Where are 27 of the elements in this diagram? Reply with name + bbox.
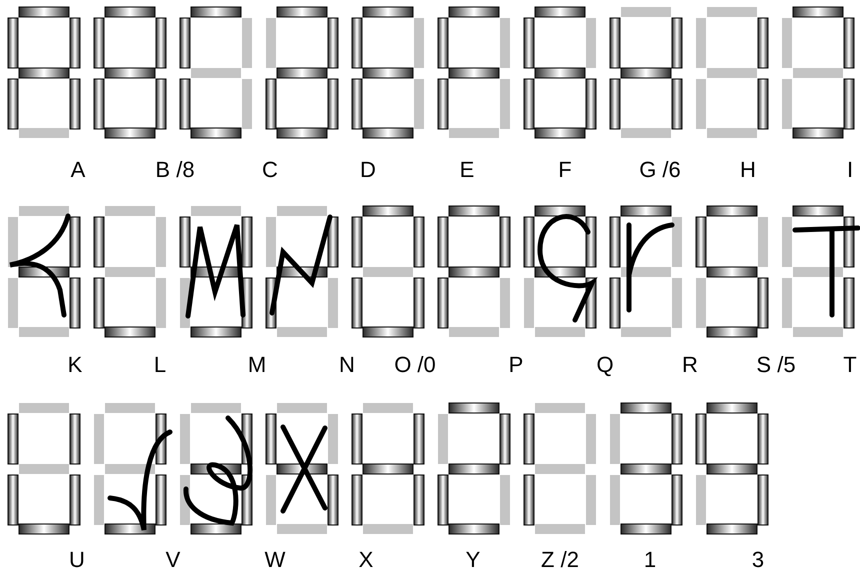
character-label: W xyxy=(264,548,286,572)
character-label: 3 xyxy=(752,548,764,572)
character-label: 1 xyxy=(644,548,656,572)
character-label: Q xyxy=(596,353,614,377)
character-label: L xyxy=(154,353,166,377)
character-label: U xyxy=(69,548,85,572)
character-label: K xyxy=(68,353,82,377)
character-label: N xyxy=(339,353,355,377)
character-label: R xyxy=(682,353,698,377)
character-label: G /6 xyxy=(639,158,681,182)
character-label: F xyxy=(558,158,572,182)
character-label: D xyxy=(360,158,376,182)
character-label: E xyxy=(460,158,474,182)
character-label: I xyxy=(846,158,854,182)
character-label: O /0 xyxy=(394,353,436,377)
character-label: B /8 xyxy=(155,158,195,182)
character-label: P xyxy=(508,353,524,377)
character-label: Y xyxy=(466,548,480,572)
character-label: X xyxy=(358,548,374,572)
character-label: V xyxy=(166,548,180,572)
character-label: A xyxy=(70,158,86,182)
character-label: H xyxy=(740,158,756,182)
character-label: C xyxy=(262,158,278,182)
character-label: T xyxy=(843,353,857,377)
character-label: M xyxy=(248,353,266,377)
character-label: S /5 xyxy=(756,353,796,377)
character-label: Z /2 xyxy=(541,548,579,572)
